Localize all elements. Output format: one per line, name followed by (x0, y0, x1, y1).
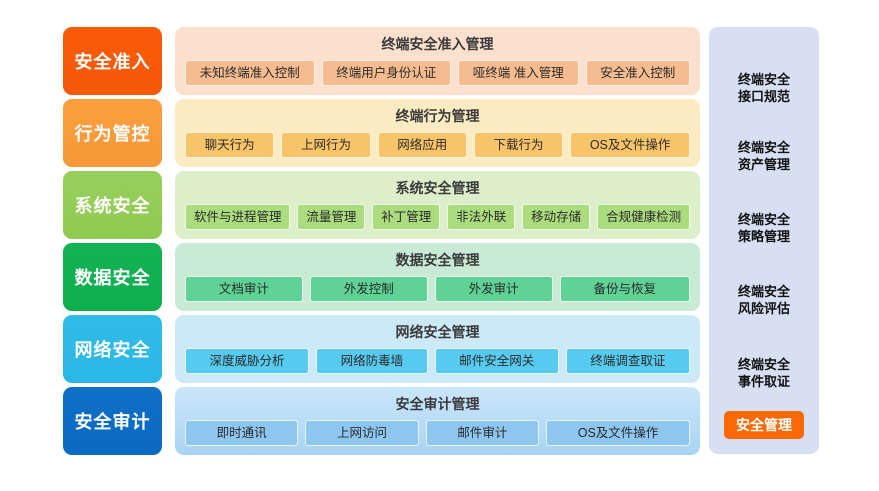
capability-row-2: 行为管控 终端行为管理 聊天行为 上网行为 网络应用 下载行为 OS及文件操作 (63, 99, 700, 167)
row-chips-1: 未知终端准入控制 终端用户身份认证 哑终端 准入管理 安全准入控制 (183, 59, 692, 87)
governance-sidebar: 终端安全 接口规范 终端安全 资产管理 终端安全 策略管理 终端安全 风险评估 … (709, 27, 819, 454)
chip-item[interactable]: 邮件审计 (425, 420, 540, 446)
row-chips-6: 即时通讯 上网访问 邮件审计 OS及文件操作 (183, 419, 692, 447)
chip-item[interactable]: 深度威胁分析 (185, 348, 310, 374)
aside-label-line1: 终端安全 (737, 284, 790, 299)
capability-row-3: 系统安全 系统安全管理 软件与进程管理 流量管理 补丁管理 非法外联 移动存储 … (63, 171, 700, 239)
chip-item[interactable]: 软件与进程管理 (185, 204, 291, 230)
chip-item[interactable]: OS及文件操作 (570, 132, 691, 158)
aside-label-risk-assessment: 终端安全 风险评估 (709, 283, 819, 317)
row-panel-1: 终端安全准入管理 未知终端准入控制 终端用户身份认证 哑终端 准入管理 安全准入… (175, 27, 700, 95)
chip-item[interactable]: 聊天行为 (185, 132, 275, 158)
aside-label-line1: 终端安全 (737, 72, 790, 87)
aside-label-line2: 事件取证 (737, 374, 790, 389)
row-badge-5[interactable]: 网络安全 (63, 315, 162, 383)
chip-item[interactable]: 终端用户身份认证 (321, 60, 452, 86)
chip-item[interactable]: 合规健康检测 (597, 204, 691, 230)
aside-label-incident-forensics: 终端安全 事件取证 (709, 356, 819, 390)
chip-item[interactable]: 备份与恢复 (559, 276, 690, 302)
chip-item[interactable]: 移动存储 (522, 204, 591, 230)
security-management-button[interactable]: 安全管理 (724, 411, 804, 439)
chip-item[interactable]: 上网访问 (305, 420, 419, 446)
chip-item[interactable]: 外发控制 (309, 276, 428, 302)
row-chips-2: 聊天行为 上网行为 网络应用 下载行为 OS及文件操作 (183, 131, 692, 159)
row-chips-5: 深度威胁分析 网络防毒墙 邮件安全网关 终端调查取证 (183, 347, 692, 375)
chip-item[interactable]: 网络应用 (377, 132, 467, 158)
chip-item[interactable]: 终端调查取证 (565, 348, 690, 374)
chip-item[interactable]: 非法外联 (447, 204, 516, 230)
row-title-1: 终端安全准入管理 (381, 36, 494, 52)
chip-item[interactable]: 下载行为 (473, 132, 564, 158)
aside-label-line2: 资产管理 (737, 157, 790, 172)
row-title-3: 系统安全管理 (395, 180, 480, 196)
chip-item[interactable]: 补丁管理 (372, 204, 441, 230)
row-panel-4: 数据安全管理 文档审计 外发控制 外发审计 备份与恢复 (175, 243, 700, 311)
aside-label-line2: 风险评估 (737, 301, 790, 316)
chip-item[interactable]: 网络防毒墙 (316, 348, 428, 374)
row-chips-4: 文档审计 外发控制 外发审计 备份与恢复 (183, 275, 692, 303)
chip-item[interactable]: 安全准入控制 (585, 60, 691, 86)
capability-row-6: 安全审计 安全审计管理 即时通讯 上网访问 邮件审计 OS及文件操作 (63, 387, 700, 455)
aside-label-line1: 终端安全 (737, 212, 790, 227)
row-title-4: 数据安全管理 (395, 252, 480, 268)
aside-label-interface-spec: 终端安全 接口规范 (709, 71, 819, 105)
row-panel-2: 终端行为管理 聊天行为 上网行为 网络应用 下载行为 OS及文件操作 (175, 99, 700, 167)
row-panel-3: 系统安全管理 软件与进程管理 流量管理 补丁管理 非法外联 移动存储 合规健康检… (175, 171, 700, 239)
chip-item[interactable]: 即时通讯 (185, 420, 299, 446)
capability-rows: 安全准入 终端安全准入管理 未知终端准入控制 终端用户身份认证 哑终端 准入管理… (63, 27, 700, 474)
chip-item[interactable]: 上网行为 (281, 132, 371, 158)
row-panel-6: 安全审计管理 即时通讯 上网访问 邮件审计 OS及文件操作 (175, 387, 700, 455)
aside-label-line1: 终端安全 (737, 357, 790, 372)
aside-label-asset-mgmt: 终端安全 资产管理 (709, 139, 819, 173)
chip-item[interactable]: 外发审计 (434, 276, 553, 302)
chip-item[interactable]: 文档审计 (185, 276, 303, 302)
capability-row-1: 安全准入 终端安全准入管理 未知终端准入控制 终端用户身份认证 哑终端 准入管理… (63, 27, 700, 95)
aside-label-line2: 接口规范 (737, 89, 790, 104)
row-title-2: 终端行为管理 (395, 108, 480, 124)
row-badge-2[interactable]: 行为管控 (63, 99, 162, 167)
chip-item[interactable]: 邮件安全网关 (434, 348, 559, 374)
capability-row-4: 数据安全 数据安全管理 文档审计 外发控制 外发审计 备份与恢复 (63, 243, 700, 311)
chip-item[interactable]: 未知终端准入控制 (185, 60, 315, 86)
chip-item[interactable]: OS及文件操作 (546, 420, 690, 446)
row-badge-4[interactable]: 数据安全 (63, 243, 162, 311)
aside-label-policy-mgmt: 终端安全 策略管理 (709, 211, 819, 245)
capability-row-5: 网络安全 网络安全管理 深度威胁分析 网络防毒墙 邮件安全网关 终端调查取证 (63, 315, 700, 383)
chip-item[interactable]: 哑终端 准入管理 (458, 60, 579, 86)
chip-item[interactable]: 流量管理 (297, 204, 366, 230)
row-badge-1[interactable]: 安全准入 (63, 27, 162, 95)
row-badge-6[interactable]: 安全审计 (63, 387, 162, 455)
row-title-5: 网络安全管理 (395, 324, 480, 340)
row-panel-5: 网络安全管理 深度威胁分析 网络防毒墙 邮件安全网关 终端调查取证 (175, 315, 700, 383)
row-title-6: 安全审计管理 (395, 396, 480, 412)
aside-label-line2: 策略管理 (737, 229, 790, 244)
aside-label-line1: 终端安全 (737, 140, 790, 155)
row-badge-3[interactable]: 系统安全 (63, 171, 162, 239)
row-chips-3: 软件与进程管理 流量管理 补丁管理 非法外联 移动存储 合规健康检测 (183, 203, 692, 231)
